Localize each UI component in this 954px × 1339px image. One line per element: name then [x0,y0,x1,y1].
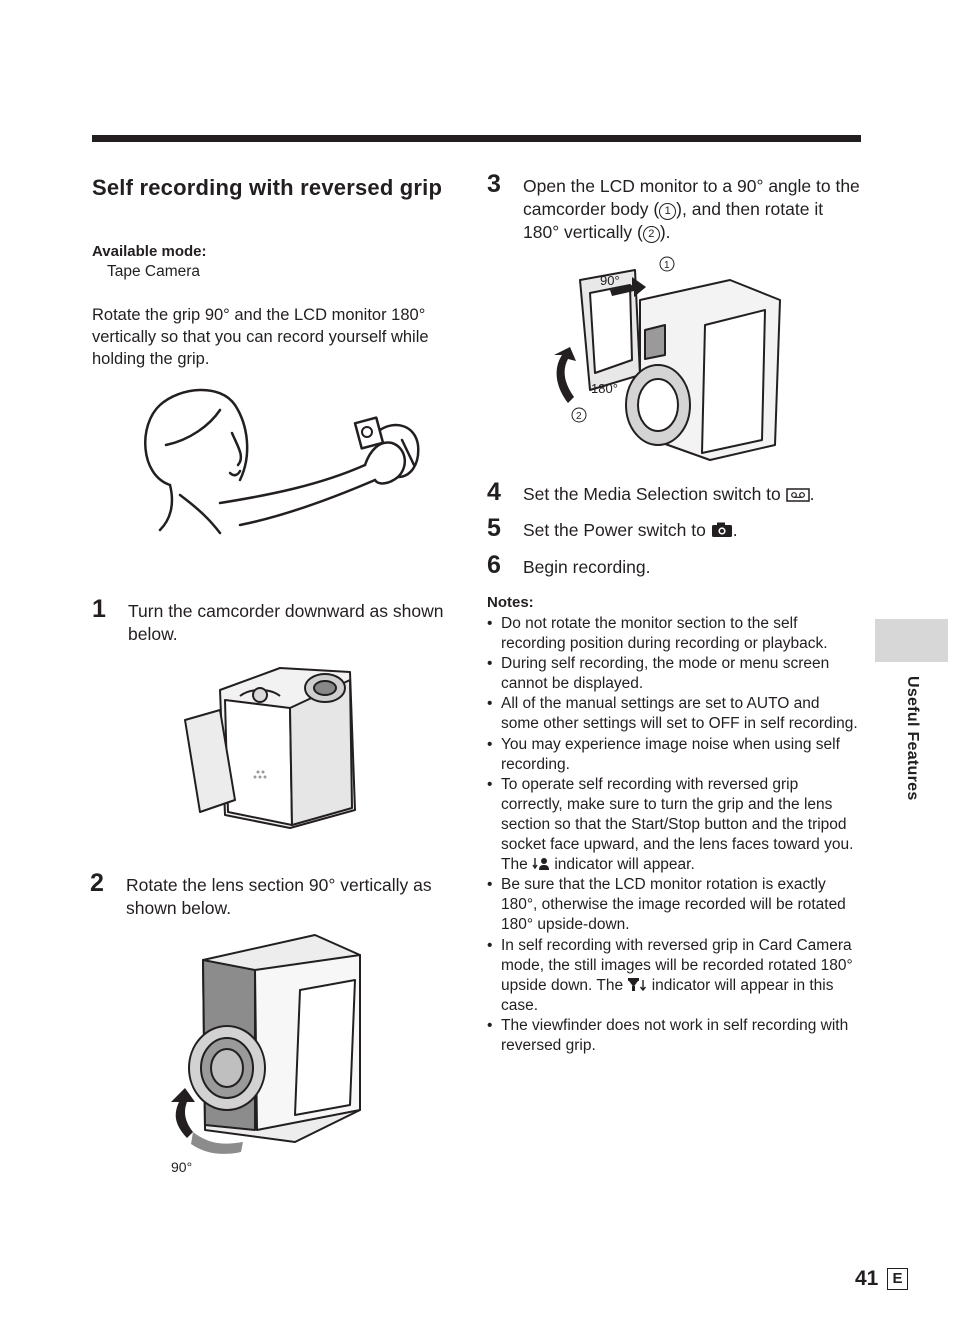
section-title: Self recording with reversed grip [92,175,443,200]
self-record-indicator-icon [532,858,550,871]
step-2-text: Rotate the lens section 90° vertically a… [126,875,432,918]
note-item: •In self recording with reversed grip in… [487,936,853,1014]
notes-list: •Do not rotate the monitor section to th… [487,614,859,1056]
page-language-letter: E [887,1268,908,1290]
note-item: •To operate self recording with reversed… [487,775,854,874]
circled-1: 1 [659,203,677,220]
circled-2: 2 [642,226,660,243]
page-number: 41 [855,1267,879,1290]
step-6-number: 6 [487,551,501,579]
self-recording-person-illustration [144,388,420,535]
step-3-number: 3 [487,170,501,198]
note-item: •You may experience image noise when usi… [487,735,840,773]
camcorder-downward-figure [184,667,356,829]
step-4-text: Set the Media Selection switch to . [523,484,815,504]
note-item: •All of the manual settings are set to A… [487,695,858,733]
step-2-number: 2 [90,869,104,897]
lcd-rotation-figure: 90° 180° 1 2 [554,256,781,461]
step-2-angle-text: 90° [171,1159,193,1175]
lens-rotation-figure [171,934,361,1154]
top-rule [92,135,861,142]
step-5-text: Set the Power switch to . [523,520,738,540]
available-mode-label: Available mode: [92,243,207,260]
step-1-number: 1 [92,595,106,623]
step-4-number: 4 [487,478,501,506]
step-3-figure-circ-1: 1 [664,260,670,271]
side-tab-label: Useful Features [904,676,921,801]
side-tab [875,619,948,662]
tape-icon [785,488,810,502]
step-3-figure-circ-2: 2 [576,411,582,422]
step-6-text: Begin recording. [523,557,651,577]
note-item: •Be sure that the LCD monitor rotation i… [487,876,846,934]
step-1-text: Turn the camcorder downward as shown bel… [128,601,444,644]
camera-icon [711,522,732,537]
available-mode-value: Tape Camera [107,263,201,280]
note-item: •The viewfinder does not work in self re… [487,1016,849,1054]
notes-label: Notes: [487,594,534,611]
note-item: •During self recording, the mode or menu… [487,655,830,693]
note-item: •Do not rotate the monitor section to th… [487,615,828,653]
step-3-text: Open the LCD monitor to a 90° angle to t… [523,176,860,243]
step-5-number: 5 [487,514,501,542]
upside-down-indicator-icon [628,977,647,991]
intro-paragraph: Rotate the grip 90° and the LCD monitor … [92,306,429,368]
step-3-angle-90-label: 90° [600,273,620,288]
step-3-angle-180-label: 180° [591,381,618,396]
